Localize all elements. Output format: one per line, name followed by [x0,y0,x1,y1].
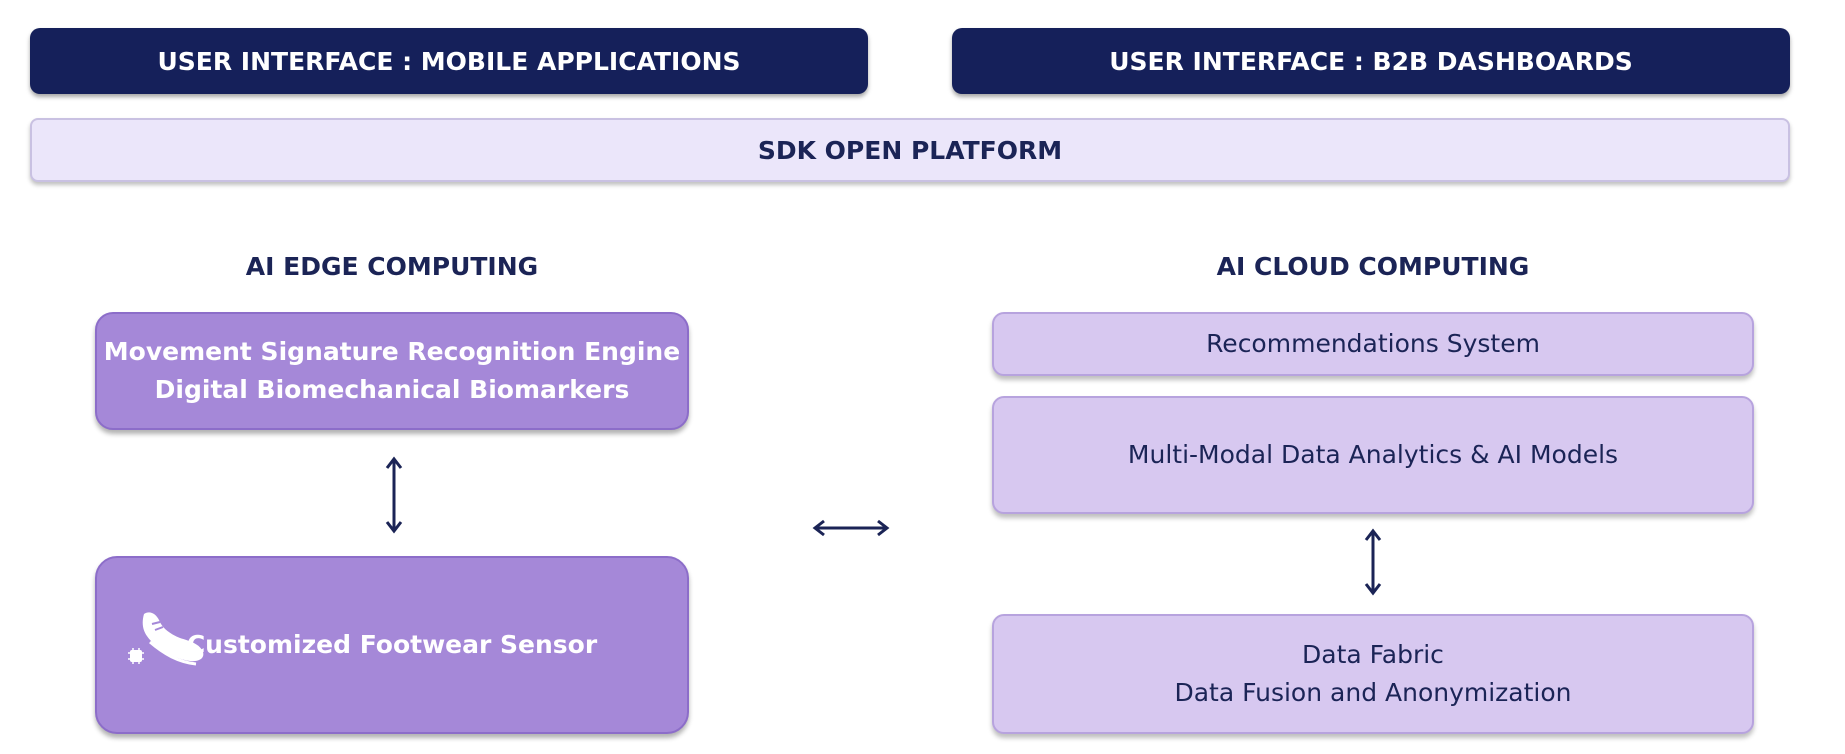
cloud-vertical-arrow [1364,528,1382,596]
mobile-applications-bar: USER INTERFACE : MOBILE APPLICATIONS [30,28,868,94]
data-fabric-line1: Data Fabric [1302,640,1444,669]
recognition-engine-box: Movement Signature Recognition Engine Di… [95,312,689,430]
analytics-label: Multi-Modal Data Analytics & AI Models [1127,440,1619,469]
edge-vertical-arrow [385,456,403,534]
recognition-engine-line1: Movement Signature Recognition Engine [103,337,681,366]
analytics-box: Multi-Modal Data Analytics & AI Models [992,396,1754,514]
edge-cloud-arrow [812,519,890,537]
sdk-open-platform-label: SDK OPEN PLATFORM [757,135,1063,165]
data-fabric-box: Data Fabric Data Fusion and Anonymizatio… [992,614,1754,734]
b2b-dashboards-bar: USER INTERFACE : B2B DASHBOARDS [952,28,1790,94]
footwear-sensor-box: Customized Footwear Sensor [95,556,689,734]
recognition-engine-line2: Digital Biomechanical Biomarkers [154,375,630,404]
edge-computing-heading: AI EDGE COMPUTING [245,252,539,281]
cloud-computing-heading: AI CLOUD COMPUTING [1216,252,1530,281]
sdk-open-platform-bar: SDK OPEN PLATFORM [30,118,1790,182]
recommendations-label: Recommendations System [1206,329,1540,358]
data-fabric-line2: Data Fusion and Anonymization [1174,678,1572,707]
mobile-applications-label: USER INTERFACE : MOBILE APPLICATIONS [157,46,741,76]
shoe-sensor-icon [128,612,204,666]
footwear-sensor-label: Customized Footwear Sensor [186,630,598,659]
recommendations-box: Recommendations System [992,312,1754,376]
b2b-dashboards-label: USER INTERFACE : B2B DASHBOARDS [1109,46,1633,76]
